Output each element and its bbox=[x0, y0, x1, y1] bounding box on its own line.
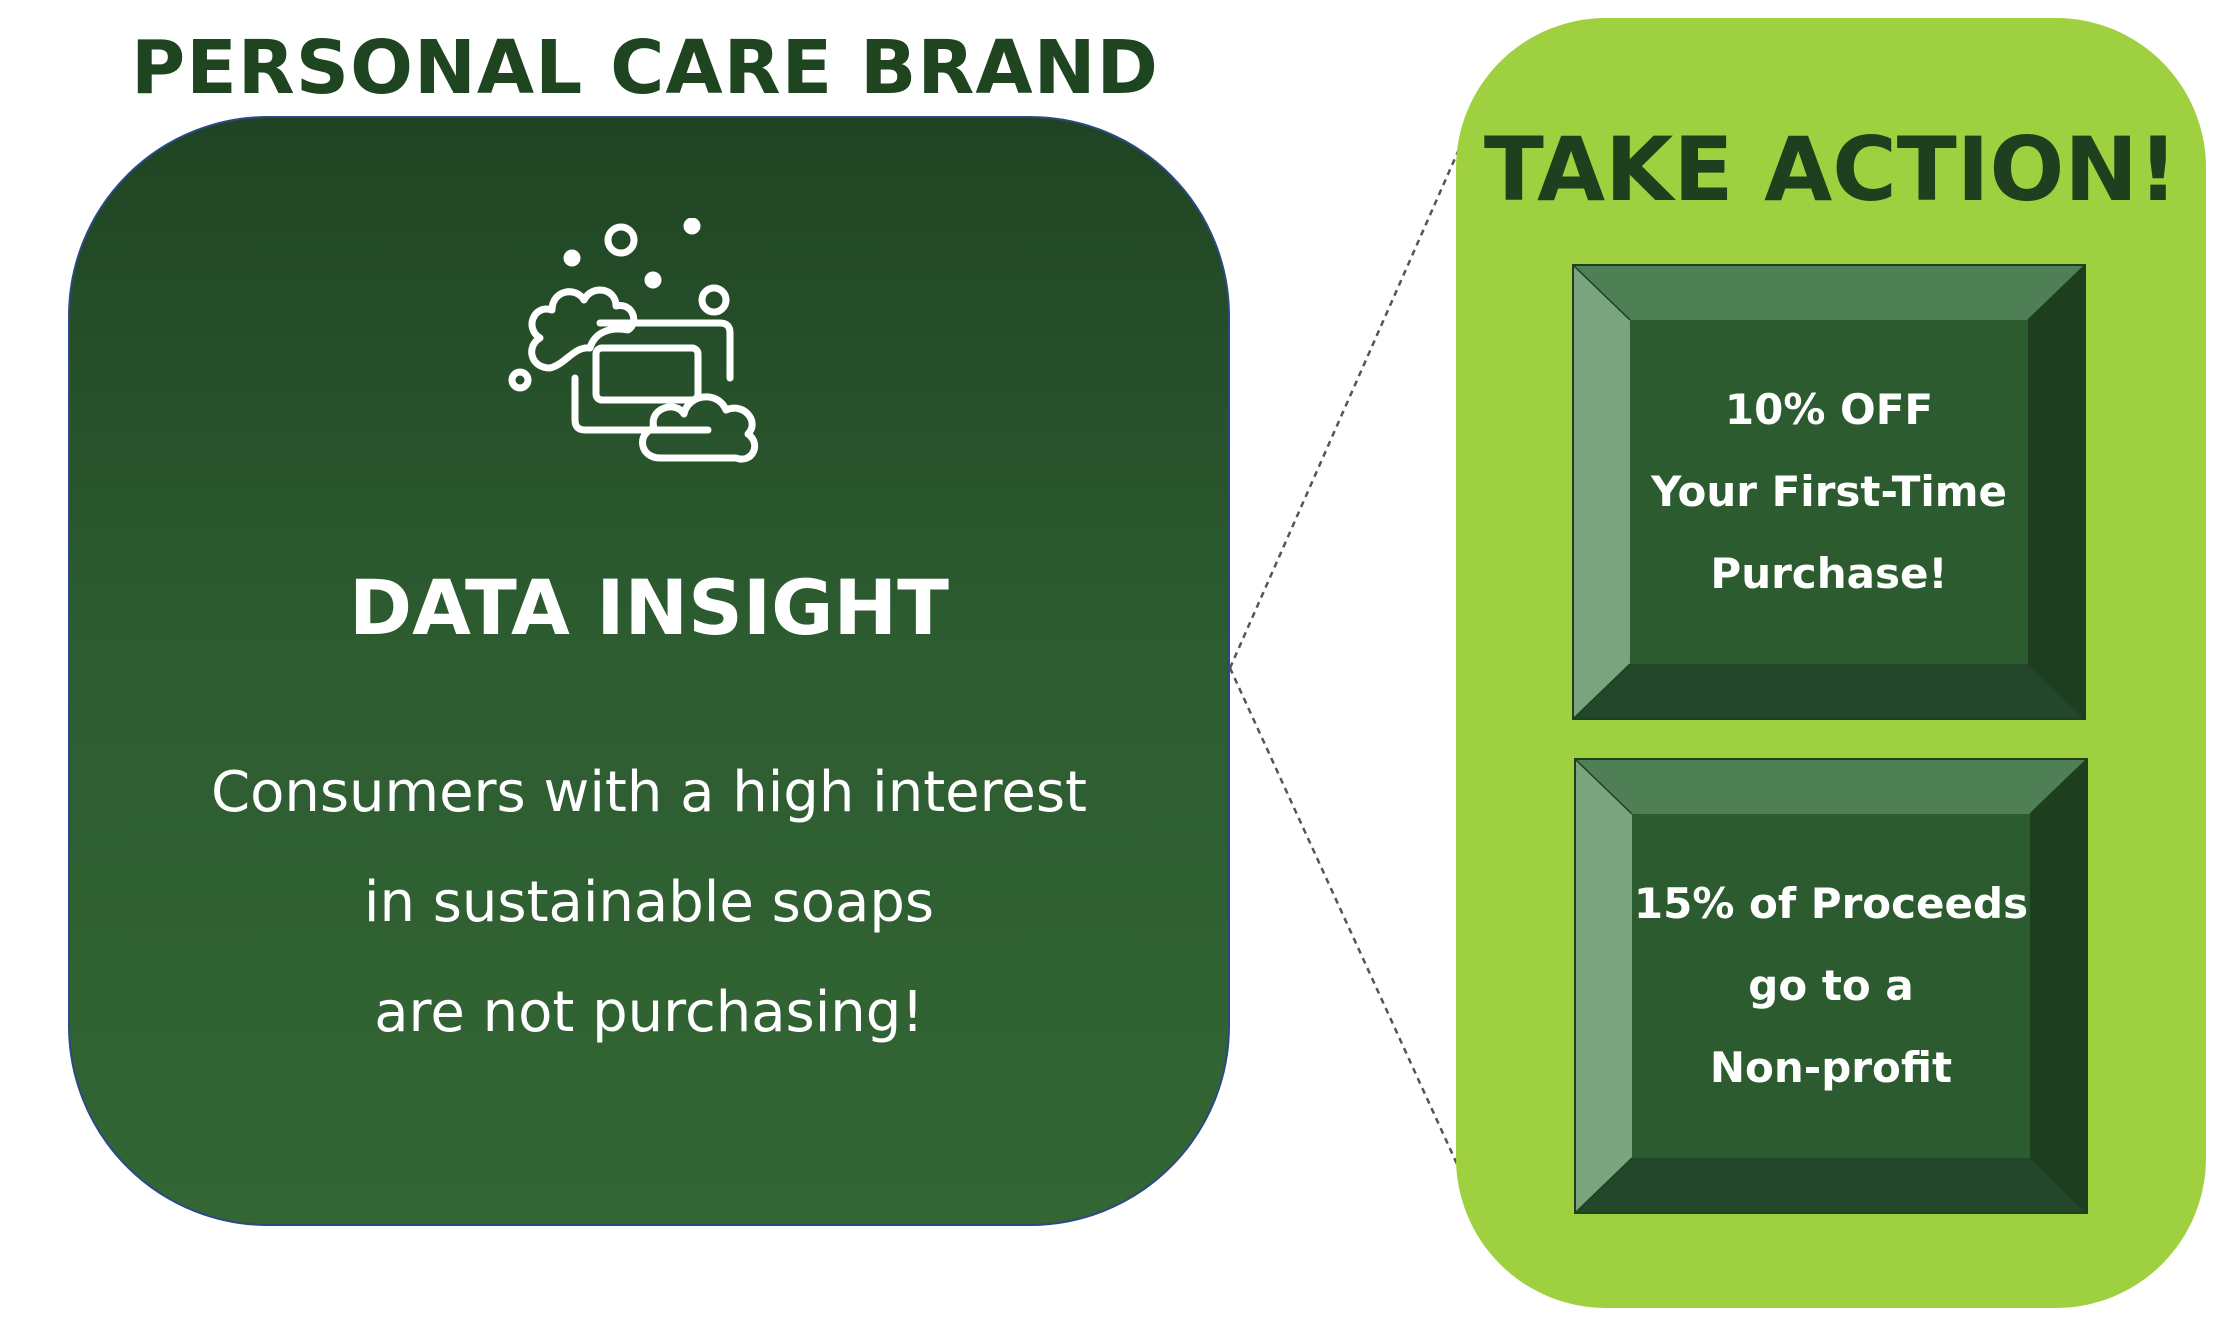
first-time-discount-button[interactable]: 10% OFF Your First-Time Purchase! bbox=[1572, 264, 2086, 720]
button-label: 15% of Proceeds go to a Non-profit bbox=[1630, 814, 2032, 1158]
nonprofit-proceeds-button[interactable]: 15% of Proceeds go to a Non-profit bbox=[1574, 758, 2088, 1214]
button-label-line: 15% of Proceeds bbox=[1633, 879, 2029, 928]
insight-line: Consumers with a high interest bbox=[211, 760, 1087, 825]
insight-heading: DATA INSIGHT bbox=[349, 563, 949, 652]
brand-title: PERSONAL CARE BRAND bbox=[131, 25, 1159, 111]
take-action-panel: TAKE ACTION! 10% OFF Your First-Time Pur… bbox=[1456, 18, 2206, 1308]
button-label: 10% OFF Your First-Time Purchase! bbox=[1628, 320, 2030, 664]
button-label-line: Non-profit bbox=[1709, 1043, 1953, 1092]
insight-line: are not purchasing! bbox=[374, 980, 924, 1045]
soap-bar-with-bubbles-icon bbox=[508, 218, 759, 463]
data-insight-card: DATA INSIGHT Consumers with a high inter… bbox=[68, 116, 1230, 1226]
insight-body: Consumers with a high interest in sustai… bbox=[70, 738, 1228, 1068]
action-heading: TAKE ACTION! bbox=[1483, 118, 2179, 221]
insight-line: in sustainable soaps bbox=[363, 870, 935, 935]
bevel-frame bbox=[1572, 264, 2086, 720]
button-label-line: Purchase! bbox=[1710, 549, 1948, 598]
button-label-line: 10% OFF bbox=[1724, 385, 1934, 434]
button-label-line: go to a bbox=[1748, 961, 1914, 1010]
bevel-frame bbox=[1574, 758, 2088, 1214]
button-label-line: Your First-Time bbox=[1650, 467, 2008, 516]
